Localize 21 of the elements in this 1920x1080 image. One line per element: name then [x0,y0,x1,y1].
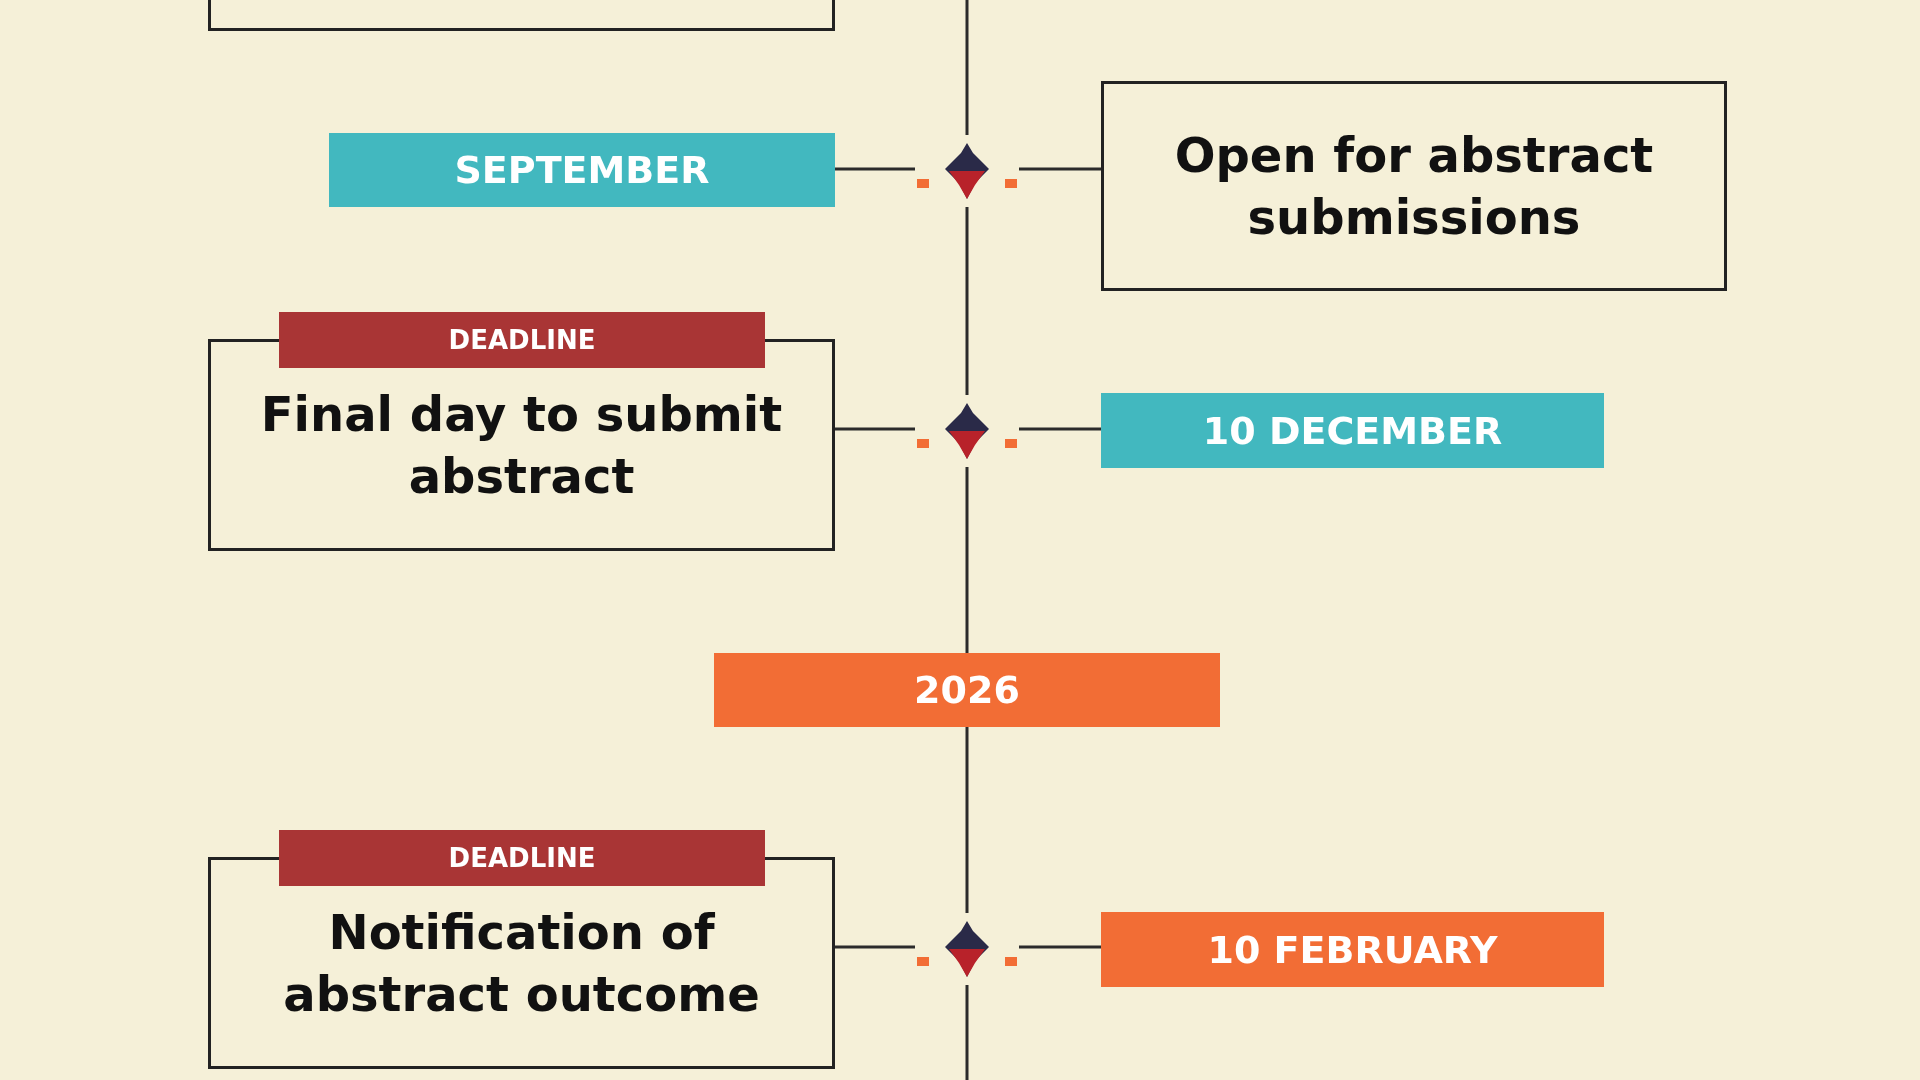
deadline-tag: DEADLINE [279,830,765,886]
connector-line [835,167,915,171]
timeline-line [965,727,969,913]
connector-line [835,945,915,949]
event-box [1101,81,1727,291]
event-text: Final day to submit abstract [259,385,784,506]
timeline-line [965,207,969,395]
date-label: 10 FEBRUARY [1101,912,1604,987]
connector-line [1019,167,1101,171]
timeline-line [965,467,969,653]
date-label: SEPTEMBER [329,133,835,207]
timeline-line [965,0,969,135]
deadline-tag: DEADLINE [279,312,765,368]
date-label: 2026 [714,653,1220,727]
connector-line [1019,427,1101,431]
timeline-line [965,985,969,1080]
event-text: Notification of abstract outcome [282,903,761,1024]
event-text: Open for abstract submissions [1173,126,1655,247]
connector-line [1019,945,1101,949]
date-label: 10 DECEMBER [1101,393,1604,468]
connector-line [835,427,915,431]
